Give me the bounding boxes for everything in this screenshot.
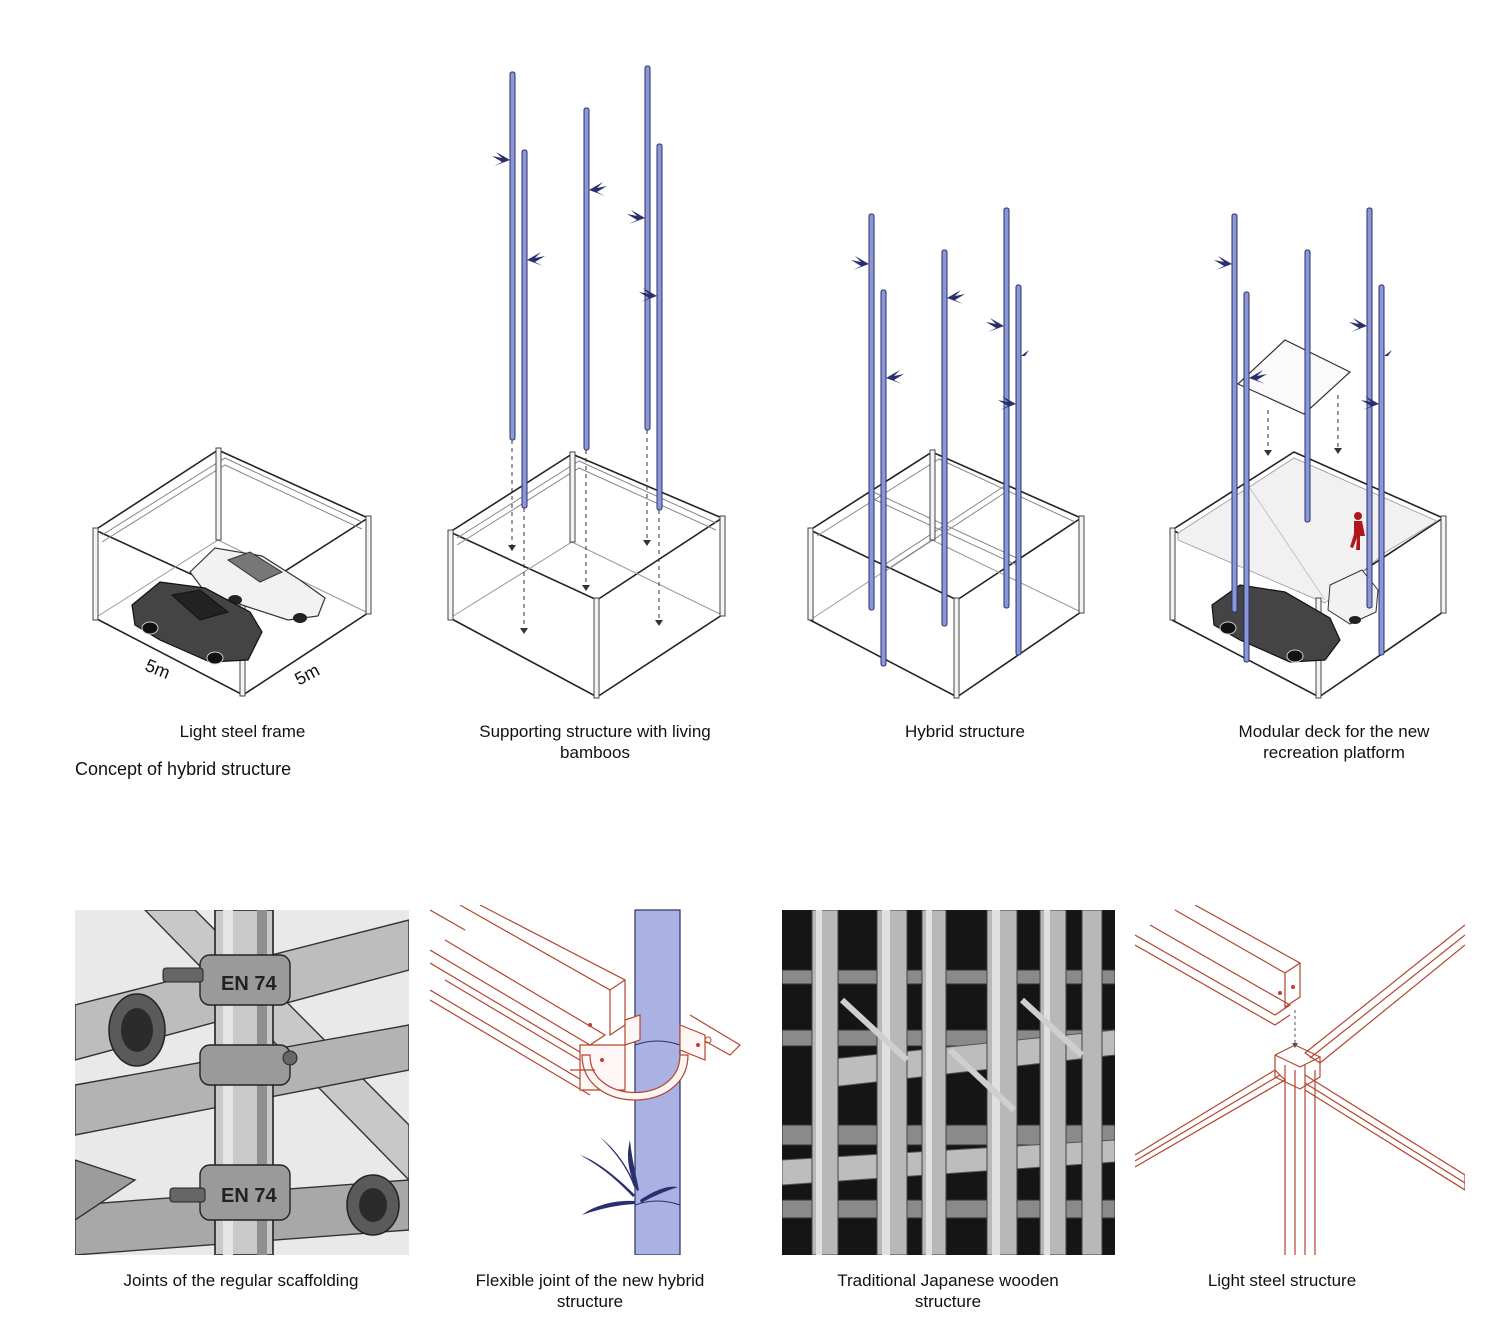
car-white-icon — [1327, 569, 1379, 625]
person-icon — [1350, 512, 1365, 550]
bamboo-pole — [644, 65, 651, 431]
caption-hybrid-structure: Hybrid structure — [905, 722, 1025, 741]
bamboo-pole — [941, 249, 948, 627]
bamboo-pole — [1304, 249, 1311, 523]
japanese-wooden-structure-photo — [782, 910, 1115, 1255]
bamboo-pole — [1378, 284, 1385, 656]
bamboo-pole — [583, 107, 590, 451]
bamboo-leaf-icon — [492, 152, 657, 302]
hybrid-structure-diagram — [807, 207, 1085, 699]
car-dark-icon — [131, 581, 263, 665]
car-white-icon — [189, 547, 326, 623]
coupler-stamp-upper: EN 74 — [221, 973, 277, 995]
caption-supporting-structure: Supporting structure with living bamboos — [479, 722, 711, 762]
bamboo-pole — [880, 289, 887, 667]
deck-panel — [1236, 339, 1352, 415]
bamboo-support-diagram — [447, 65, 726, 699]
steel-frame-diagram: 5m 5m — [92, 447, 372, 697]
caption-scaffolding-joints: Joints of the regular scaffolding — [123, 1271, 359, 1290]
bamboo-pole — [868, 213, 875, 611]
dimension-label-right: 5m — [291, 660, 322, 689]
concept-title: Concept of hybrid structure — [75, 759, 292, 779]
caption-modular-deck: Modular deck for the new recreation plat… — [1238, 722, 1430, 762]
bamboo-pole — [509, 71, 516, 441]
bamboo-pole — [521, 149, 528, 509]
bamboo-leaf-icon — [1214, 256, 1392, 410]
bamboo-pole — [1015, 284, 1022, 656]
bamboo-leaf-icon — [580, 1137, 678, 1215]
bamboo-pole — [1243, 291, 1250, 663]
bamboo-leaf-icon — [851, 256, 1029, 410]
bamboo-pole — [1231, 213, 1238, 613]
caption-flexible-joint: Flexible joint of the new hybrid structu… — [475, 1271, 705, 1311]
dimension-label-left: 5m — [142, 655, 173, 683]
caption-light-steel-frame: Light steel frame — [179, 722, 306, 741]
bamboo-pole — [656, 143, 663, 511]
scaffolding-joint-illustration: EN 74 EN 74 — [75, 910, 409, 1255]
caption-japanese-wooden: Traditional Japanese wooden structure — [837, 1271, 1059, 1311]
light-steel-structure-diagram — [1135, 905, 1465, 1255]
modular-deck-diagram — [1169, 207, 1447, 699]
coupler-stamp-lower: EN 74 — [221, 1185, 277, 1207]
caption-light-steel-structure: Light steel structure — [1207, 1271, 1357, 1290]
flexible-joint-diagram — [430, 905, 741, 1255]
